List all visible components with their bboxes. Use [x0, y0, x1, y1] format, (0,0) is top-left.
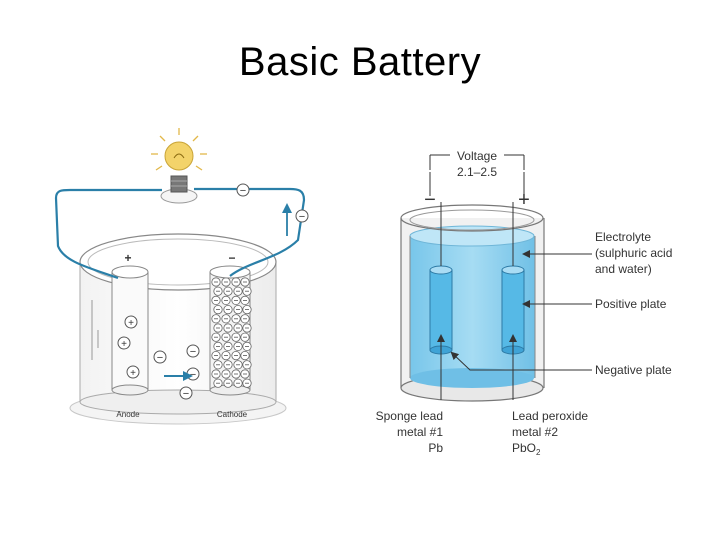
svg-text:−: −: [183, 388, 189, 400]
electron: −: [295, 209, 309, 223]
negative-ion: −: [186, 344, 200, 358]
negative-plate-label: Negative plate: [595, 363, 672, 377]
anode-plus-sign: +: [124, 251, 131, 265]
positive-ion: +: [117, 336, 131, 350]
svg-text:+: +: [121, 339, 127, 350]
positive-plate-label: Positive plate: [595, 297, 667, 311]
lead-peroxide-subscript: 2: [536, 448, 541, 457]
light-bulb-icon: [151, 128, 207, 204]
negative-ion: −: [179, 386, 193, 400]
positive-ions: + + +: [117, 315, 140, 379]
positive-ion: +: [126, 365, 140, 379]
terminal-plus: +: [518, 189, 530, 211]
lead-peroxide-label-line2: metal #2: [512, 425, 558, 439]
voltage-range: 2.1–2.5: [457, 165, 497, 179]
container-rim: [400, 204, 544, 232]
terminal-minus: −: [424, 189, 436, 211]
cathode-label: Cathode: [217, 410, 248, 419]
cathode-negative-charges: [211, 277, 252, 388]
negative-plate-pointer: [450, 351, 592, 371]
sponge-lead-label-line2: metal #1: [397, 425, 443, 439]
cathode-electrode: [209, 265, 252, 396]
cathode-minus-sign: −: [228, 251, 235, 265]
electrolyte-label-line3: and water): [595, 262, 652, 276]
negative-ions: − − − −: [153, 344, 200, 400]
slide-title: Basic Battery: [238, 40, 482, 84]
electrolyte-surface: [409, 225, 535, 247]
svg-text:−: −: [240, 185, 246, 197]
lead-peroxide-label-line3: PbO2: [512, 441, 541, 457]
electrolyte-label-line2: (sulphuric acid: [595, 246, 672, 260]
left-battery-diagram: + + + − − − − Anode Cathode + − − −: [54, 128, 309, 425]
lead-peroxide-label-line1: Lead peroxide: [512, 409, 588, 423]
sponge-lead-label-line3: Pb: [428, 441, 443, 455]
anode-electrode: [111, 265, 149, 396]
svg-text:+: +: [130, 368, 136, 379]
svg-text:+: +: [128, 318, 134, 329]
anode-wire: [54, 188, 162, 280]
electron-symbols: − −: [236, 183, 309, 223]
anode-label: Anode: [116, 410, 140, 419]
left-beaker-bottom: [79, 389, 277, 415]
right-battery-diagram: Voltage 2.1–2.5 − +: [376, 149, 673, 457]
lead-peroxide-formula: PbO: [512, 441, 536, 455]
svg-text:−: −: [157, 352, 163, 364]
svg-text:−: −: [190, 369, 196, 381]
svg-text:−: −: [299, 211, 305, 223]
voltage-title: Voltage: [457, 149, 497, 163]
sponge-lead-label-line1: Sponge lead: [376, 409, 443, 423]
positive-ion: +: [124, 315, 138, 329]
svg-text:−: −: [190, 346, 196, 358]
electron: −: [236, 183, 250, 197]
negative-ion: −: [153, 350, 167, 364]
electrolyte-label-line1: Electrolyte: [595, 230, 651, 244]
voltage-bracket: [429, 154, 525, 170]
